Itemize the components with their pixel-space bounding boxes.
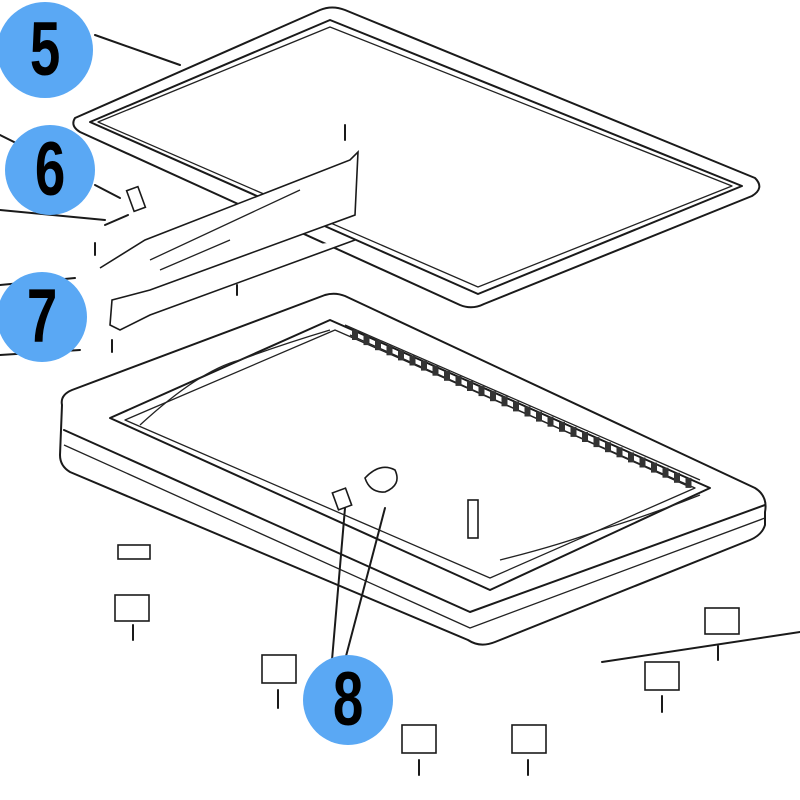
rack-tooth <box>467 381 473 391</box>
seal-frame <box>72 6 761 309</box>
rack-tooth <box>421 360 427 371</box>
rack-tooth <box>455 375 462 386</box>
rack-tooth <box>432 365 439 376</box>
rack-tooth <box>386 345 393 356</box>
rack-tooth <box>375 340 381 351</box>
rack-tooth <box>685 477 692 488</box>
rack-tooth <box>398 350 404 361</box>
callout-label: 7 <box>26 274 58 359</box>
rack-tooth <box>444 370 450 381</box>
callout-5: 5 <box>0 2 93 98</box>
rack-tooth <box>363 335 370 346</box>
rack-tooth <box>352 330 358 340</box>
rack-tooth <box>593 437 600 448</box>
callout-6: 6 <box>5 125 95 215</box>
callout-label: 5 <box>29 7 61 92</box>
rack-tooth <box>536 411 542 422</box>
rack-tooth <box>547 416 554 427</box>
rack-tooth <box>524 406 531 417</box>
base-frame <box>59 292 767 646</box>
side-bracket <box>94 124 359 353</box>
rack-teeth <box>352 330 692 488</box>
rack-tooth <box>570 426 577 437</box>
callout-label: 6 <box>34 127 66 212</box>
rack-tooth <box>582 432 588 442</box>
rack-tooth <box>513 401 519 412</box>
callout-7: 7 <box>0 272 87 362</box>
rack-tooth <box>674 472 680 483</box>
rack-tooth <box>605 442 611 453</box>
rack-tooth <box>559 421 565 432</box>
rack-tooth <box>616 447 623 458</box>
callout-label: 8 <box>332 657 364 742</box>
callout-8: 8 <box>303 655 393 745</box>
mounting-clips <box>114 544 740 776</box>
rack-tooth <box>628 452 634 463</box>
rack-tooth <box>662 467 669 478</box>
rack-tooth <box>490 391 496 402</box>
rack-tooth <box>651 462 657 473</box>
rack-tooth <box>478 386 485 397</box>
rack-tooth <box>639 457 646 468</box>
rack-tooth <box>409 355 416 366</box>
rack-tooth <box>501 396 508 407</box>
